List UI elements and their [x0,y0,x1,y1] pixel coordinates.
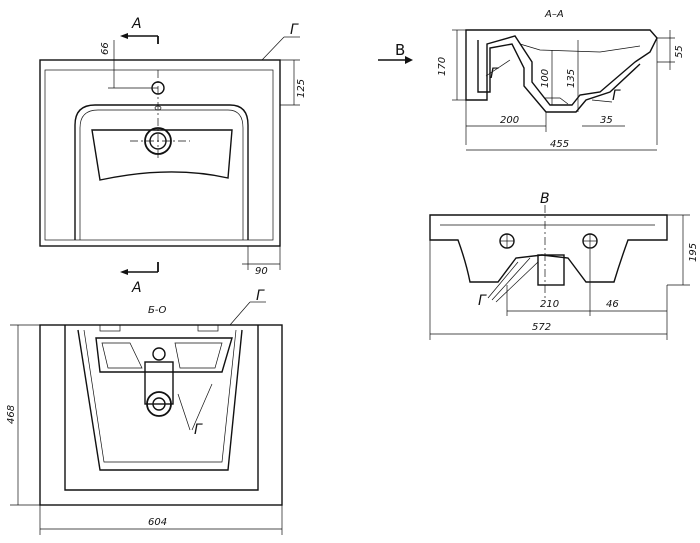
dim-195: 195 [688,243,699,262]
bottom-view-rim [64,325,259,491]
top-view: А А 66 125 90 Г [39,16,307,296]
dim-46: 46 [606,299,619,310]
view-b-drain [537,254,565,286]
leader-label-section-2: Г [612,88,621,104]
view-arrow-b: B [395,41,405,59]
dim-66: 66 [100,42,111,55]
view-b-title: B [540,191,550,207]
view-b-outline [429,214,668,283]
top-view-bowl [74,104,249,240]
dim-135: 135 [566,69,577,88]
bottom-view-outline [39,324,283,506]
dim-90: 90 [255,266,268,277]
bottom-view-drain-circle [146,391,172,417]
dim-170: 170 [437,57,448,76]
dim-455: 455 [550,139,569,150]
section-aa-inner [477,40,641,113]
bottom-view-title: Б-O [148,305,166,316]
dim-572: 572 [532,322,551,333]
leader-label-section: Г [490,66,499,82]
section-aa-title: А–А [544,9,564,20]
dim-210: 210 [540,299,559,310]
dim-200: 200 [500,115,519,126]
bottom-view-bowl [77,329,243,471]
leader-label-bottom-2: Г [194,422,203,438]
dim-100: 100 [540,69,551,88]
bottom-view-drain [144,361,174,405]
section-label-a-top: А [131,16,142,32]
section-aa-outline [465,29,658,106]
section-label-a-bottom: А [131,280,142,296]
dim-468: 468 [6,405,17,424]
dim-125: 125 [296,79,307,98]
leader-label-bottom: Г [256,288,265,304]
leader-label-view-b: Г [478,293,487,309]
dim-35: 35 [600,115,613,126]
bottom-view: Б-O Г Г 468 604 [6,288,283,535]
top-view-outline [39,59,281,247]
dim-604: 604 [148,517,167,528]
top-view-bowl-inner [91,129,233,181]
dim-55: 55 [674,45,685,58]
leader-label-top: Г [290,22,299,38]
view-b: B 195 210 46 572 Г [429,191,699,340]
section-a-a: А–А 170 55 100 135 200 35 455 Г [378,9,685,151]
